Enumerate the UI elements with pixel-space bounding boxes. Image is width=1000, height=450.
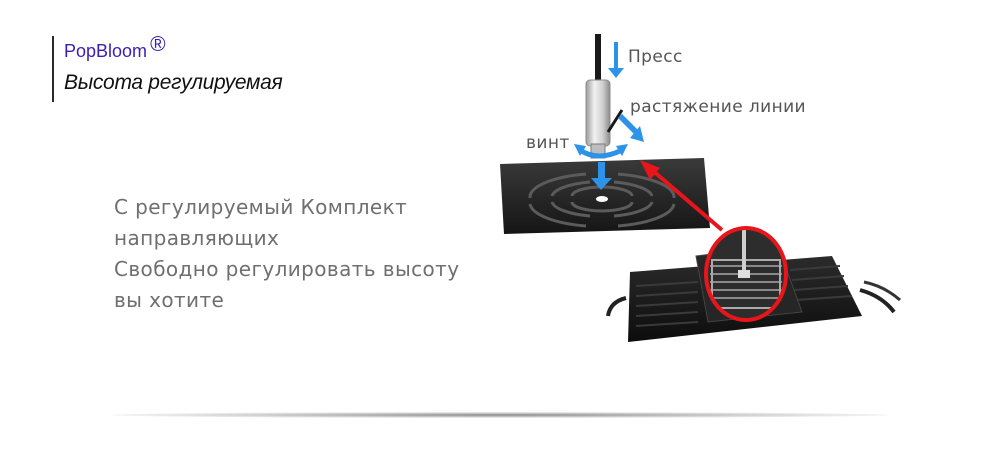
screw-arrow (574, 144, 628, 159)
hanger-tube (585, 79, 611, 147)
product-illustration: Пресс растяжение линии винт (500, 34, 901, 342)
stretch-arrow (618, 114, 644, 142)
grow-light-fixture (606, 226, 901, 342)
label-press: Пресс (628, 47, 683, 67)
red-pointer-arrow (640, 160, 724, 232)
press-arrow (608, 42, 624, 78)
brand-line: PopBloom ® (64, 33, 282, 70)
plate-vent-rings (528, 172, 676, 228)
power-cable-right (859, 288, 896, 314)
description-line-4: вы хотите (114, 288, 225, 312)
hanger-detail: Пресс растяжение линии винт (500, 34, 806, 234)
description-line-1: С регулируемый Комплект (114, 195, 408, 219)
down-arrow (591, 162, 612, 190)
label-screw: винт (526, 133, 570, 153)
heat-sink-fins (635, 265, 853, 327)
plate-center-hole (596, 196, 608, 202)
brand-block: PopBloom ® Высота регулируемая (52, 33, 283, 102)
brand-tagline: Высота регулируемая (64, 71, 283, 94)
brand-name: PopBloom (64, 41, 148, 61)
description-line-3: Свободно регулировать высоту (114, 257, 460, 281)
zoom-screw-rod (742, 228, 746, 274)
label-line-stretch: растяжение линии (630, 97, 806, 117)
description-line-2: направляющих (114, 226, 280, 250)
line-wire (606, 109, 624, 133)
zoom-highlight-circle (704, 226, 788, 322)
registered-mark: ® (150, 33, 166, 56)
power-cable-left (606, 296, 627, 317)
divider-shadow (110, 412, 890, 418)
description-text: С регулируемый Комплект направляющих Сво… (114, 192, 514, 316)
hanger-cable (595, 34, 601, 82)
